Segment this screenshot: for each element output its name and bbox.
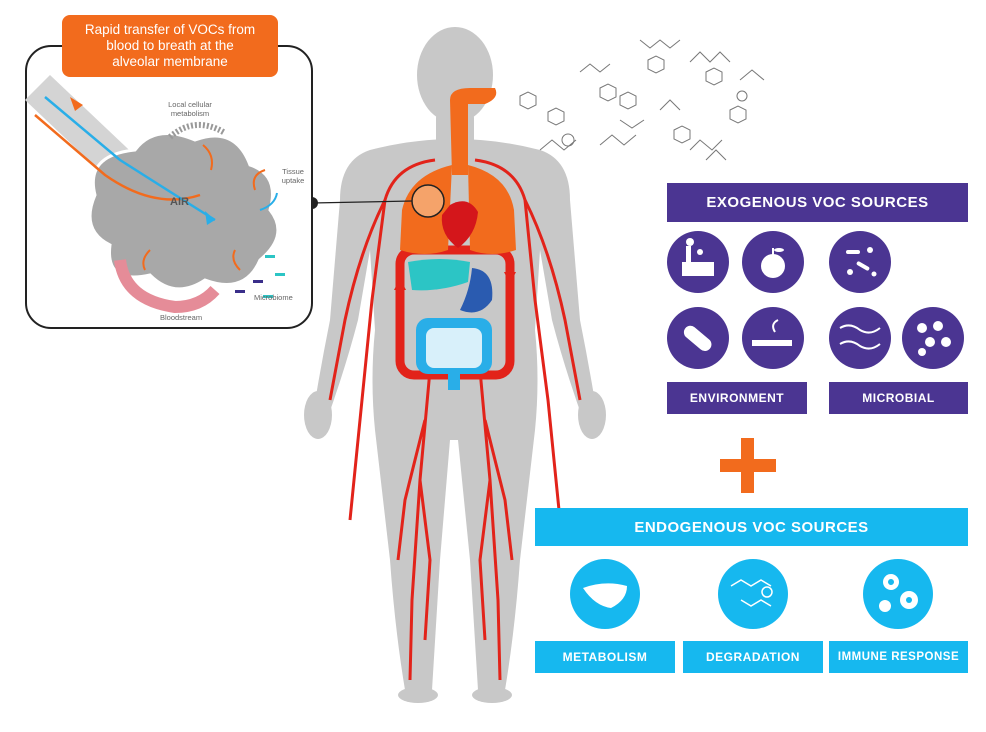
callout-line1: Rapid transfer of VOCs from xyxy=(84,22,256,37)
immune-cells-icon xyxy=(863,559,933,629)
orange-arrow-head xyxy=(70,97,83,111)
local-metabolism-line2: metabolism xyxy=(170,109,210,118)
air-label: AIR xyxy=(170,196,189,208)
spirilla-icon xyxy=(829,307,891,369)
callout-connector-line xyxy=(311,200,413,204)
stomach xyxy=(460,268,493,313)
molecule-icon xyxy=(718,559,788,629)
local-metabolism-line1: Local cellular xyxy=(168,100,212,109)
environment-label: ENVIRONMENT xyxy=(667,382,807,414)
blue-arrow-head xyxy=(205,211,215,225)
microbiome-label: Microbiome xyxy=(254,293,293,302)
tissue-uptake-line1: Tissue xyxy=(282,167,304,176)
pill-icon xyxy=(667,307,729,369)
local-metabolism-label: Local cellular metabolism xyxy=(155,100,225,118)
exogenous-icons xyxy=(667,231,964,369)
factory-icon xyxy=(667,231,729,293)
alveolar-transfer-callout: Rapid transfer of VOCs from blood to bre… xyxy=(62,15,278,77)
callout-line2: blood to breath at the xyxy=(106,38,234,53)
endogenous-title: ENDOGENOUS VOC SOURCES xyxy=(535,508,968,546)
apple-icon xyxy=(742,231,804,293)
metabolism-label: METABOLISM xyxy=(535,641,675,673)
immune-response-label: IMMUNE RESPONSE xyxy=(829,641,968,673)
metabolism-arrow xyxy=(202,144,213,171)
blood-arrow xyxy=(142,249,151,271)
exhaled-voc-molecules xyxy=(519,39,765,161)
exogenous-title: EXOGENOUS VOC SOURCES xyxy=(667,183,968,222)
microbiome-bacteria xyxy=(235,255,285,298)
liver xyxy=(408,259,470,291)
bloodstream-label: Bloodstream xyxy=(160,313,203,322)
rectum xyxy=(448,372,460,390)
arrow-down-right xyxy=(504,272,516,284)
body-silhouette xyxy=(304,27,606,703)
small-intestine xyxy=(426,328,482,368)
arrow-up-left xyxy=(394,278,406,290)
airway xyxy=(450,88,497,175)
blue-flow-arrow xyxy=(44,96,216,222)
microbiome-arrow xyxy=(232,249,241,271)
callout-line3: alveolar membrane xyxy=(112,54,228,69)
tissue-uptake-line2: uptake xyxy=(281,176,305,185)
alveolus-illustration xyxy=(25,75,285,314)
plus-sign-vertical xyxy=(741,438,754,493)
alveolus-zoom-marker xyxy=(411,184,445,218)
microbial-label: MICROBIAL xyxy=(829,382,968,414)
capillary xyxy=(114,258,220,314)
tissue-uptake-label: Tissue uptake xyxy=(278,167,308,185)
right-lung xyxy=(468,165,516,254)
cell-layer xyxy=(168,122,227,140)
tissue-arrow xyxy=(252,169,266,191)
bacteria-rods-icon xyxy=(829,231,891,293)
tissue-blue-arrow xyxy=(259,192,278,211)
orange-flow-arrow xyxy=(34,114,201,201)
blood-vessels xyxy=(328,158,582,681)
cigarette-icon xyxy=(742,307,804,369)
staphylococcus-icon xyxy=(902,307,964,369)
degradation-label: DEGRADATION xyxy=(683,641,823,673)
endogenous-icons xyxy=(570,559,933,629)
heart xyxy=(441,201,478,248)
liver-icon xyxy=(570,559,640,629)
